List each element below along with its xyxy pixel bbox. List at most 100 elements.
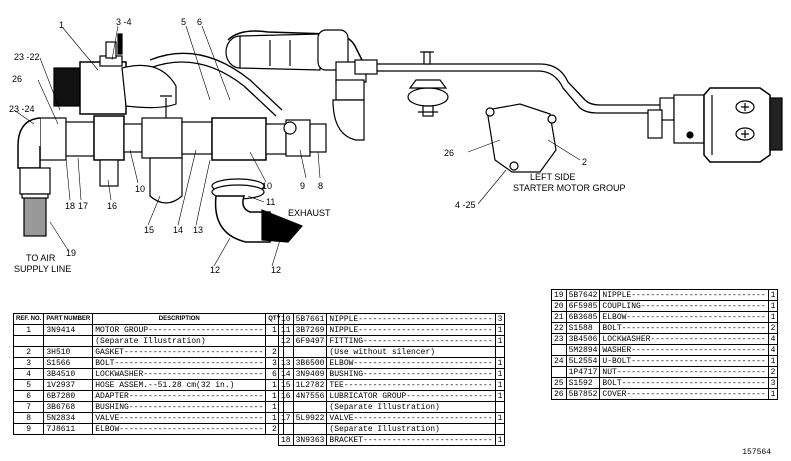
qty-cell: 2 [767, 366, 779, 378]
ref-cell: 13 [278, 357, 294, 369]
callout-23-22: 26 [12, 74, 23, 84]
parts-diagram [13, 25, 783, 267]
part-cell: 6F9497 [292, 335, 328, 347]
ref-cell: 4 [12, 368, 45, 380]
part-cell: S1566 [43, 357, 94, 369]
desc-cell: LUBRICATOR GROUP------------------ [326, 390, 496, 402]
part-cell: 3B7269 [292, 324, 328, 336]
qty-cell: 1 [494, 412, 506, 424]
desc-cell: ELBOW----------------------------- [599, 311, 769, 323]
desc-cell: TEE------------------------------- [326, 379, 496, 391]
exhaust-elbow [211, 178, 304, 243]
callout-2-right: 2 [582, 157, 588, 167]
desc-cell: COVER----------------------------- [599, 388, 769, 400]
ref-cell: 12 [278, 335, 294, 347]
table-row: (Separate Illustration) [278, 423, 506, 435]
ref-cell: 22 [551, 322, 567, 334]
part-cell: 3N9409 [292, 368, 328, 380]
desc-cell: GASKET----------------------------- [92, 346, 267, 358]
starter-motor [647, 87, 783, 163]
callout-3: 3 [116, 17, 122, 27]
desc-cell: ELBOW------------------------------ [92, 423, 267, 435]
ref-cell: 20 [551, 300, 567, 312]
callout-13: 12 [210, 265, 221, 275]
table-header: REF. NO. PART NUMBER DESCRIPTION QTY [12, 313, 284, 325]
ref-cell: 26 [551, 388, 567, 400]
cover-plate [485, 103, 557, 173]
callout-20: 19 [66, 248, 77, 258]
callout-4-25: 4 -25 [455, 200, 476, 210]
part-cell: S1592 [565, 377, 601, 389]
desc-cell: BUSHING--------------------------- [326, 368, 496, 380]
ref-cell [278, 346, 294, 358]
desc-cell: NIPPLE---------------------------- [599, 289, 769, 301]
part-cell: 5N2834 [43, 412, 94, 424]
ref-cell: 25 [551, 377, 567, 389]
desc-cell: LOCKWASHER------------------------ [599, 333, 769, 345]
desc-cell: BRACKET--------------------------- [326, 434, 496, 446]
desc-cell: NIPPLE---------------------------- [326, 324, 496, 336]
desc-cell: COUPLING-------------------------- [599, 300, 769, 312]
callout-26: 26 [444, 148, 455, 158]
callout-18: 17 [78, 201, 89, 211]
desc-cell: (Separate Illustration) [92, 335, 267, 347]
qty-cell: 1 [767, 388, 779, 400]
upper-assembly [225, 29, 378, 141]
ref-cell [12, 335, 45, 347]
qty-cell: 1 [494, 368, 506, 380]
desc-cell: U-BOLT---------------------------- [599, 355, 769, 367]
qty-cell: 1 [767, 355, 779, 367]
exhaust-note: EXHAUST [288, 208, 331, 218]
desc-cell: LOCKWASHER------------------------- [92, 368, 267, 380]
part-cell: 3N9363 [292, 434, 328, 446]
desc-cell: WASHER---------------------------- [599, 344, 769, 356]
callout-15: 14 [173, 225, 184, 235]
part-cell [292, 401, 328, 413]
desc-cell: NIPPLE---------------------------- [326, 313, 496, 325]
ref-cell: 11 [278, 324, 294, 336]
ref-cell [551, 344, 567, 356]
qty-cell: 1 [494, 379, 506, 391]
qty-cell: 4 [767, 344, 779, 356]
part-cell: 4N7556 [292, 390, 328, 402]
col-ref: REF. NO. [12, 313, 45, 325]
callout-10b: 10 [262, 181, 273, 191]
part-cell [292, 423, 328, 435]
callout-4: 4 [126, 17, 132, 27]
hose-assembly [149, 52, 283, 117]
ref-cell [551, 366, 567, 378]
desc-cell: (Use without silencer) [326, 346, 496, 358]
desc-cell: FITTING--------------------------- [326, 335, 496, 347]
desc-cell: NUT------------------------------- [599, 366, 769, 378]
part-cell: 1V2937 [43, 379, 94, 391]
desc-cell: ADAPTER---------------------------- [92, 390, 267, 402]
ref-cell: 19 [551, 289, 567, 301]
callout-17: 16 [107, 201, 118, 211]
qty-cell [494, 401, 506, 413]
desc-cell: ELBOW----------------------------- [326, 357, 496, 369]
part-cell: 5B7642 [565, 289, 601, 301]
callout-3-4: 3 -4 [116, 17, 132, 27]
qty-cell: 3 [494, 313, 506, 325]
part-cell: 1L2782 [292, 379, 328, 391]
inlet-elbow [17, 117, 51, 237]
